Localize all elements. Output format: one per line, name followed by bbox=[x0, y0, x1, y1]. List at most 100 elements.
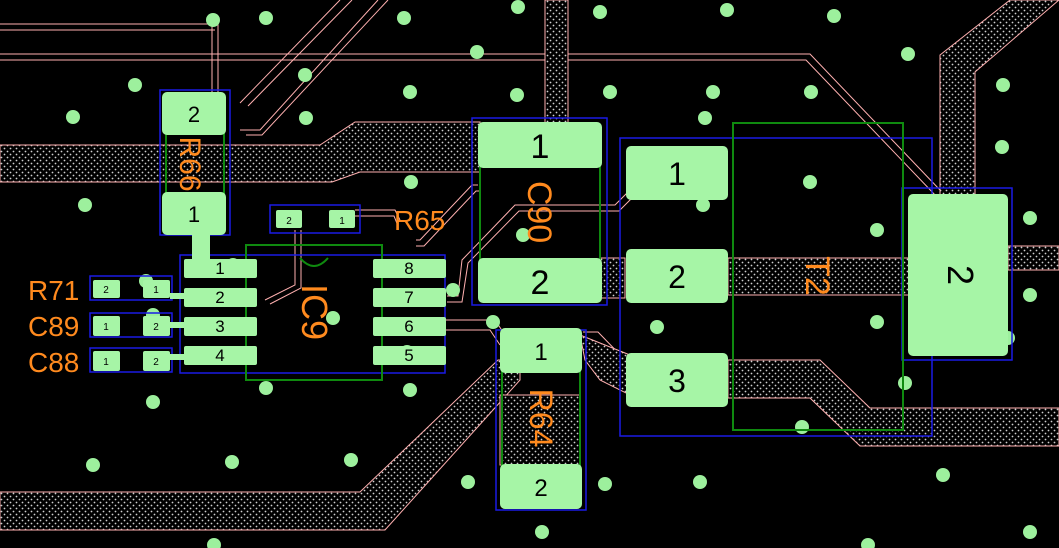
ic9-pin-label: 6 bbox=[404, 317, 413, 336]
c90-pad-1[interactable] bbox=[478, 122, 602, 168]
ic9-pin-4[interactable]: 4 bbox=[184, 346, 257, 365]
r71-pad-1[interactable] bbox=[143, 280, 170, 298]
r65-refdes: R65 bbox=[394, 205, 445, 236]
r64-footprint[interactable]: 1 2 R64 bbox=[500, 328, 582, 509]
r66-pad-2-label: 2 bbox=[188, 102, 200, 127]
ic9-refdes: IC9 bbox=[294, 284, 335, 340]
t2-pad-1[interactable] bbox=[626, 146, 728, 200]
ic9-pin-label: 8 bbox=[404, 259, 413, 278]
ic9-pin-label: 1 bbox=[215, 259, 224, 278]
via bbox=[901, 47, 915, 61]
ic9-pin-3[interactable]: 3 bbox=[184, 317, 257, 336]
ic9-pin-label: 2 bbox=[215, 288, 224, 307]
ic9-pin-1[interactable]: 1 bbox=[184, 259, 257, 278]
r66-footprint[interactable]: 2 1 R66 bbox=[162, 92, 226, 259]
ic9-pin-pad[interactable] bbox=[184, 317, 257, 336]
via bbox=[259, 11, 273, 25]
r64-pad-1-label: 1 bbox=[534, 339, 547, 366]
ic9-pin-pad[interactable] bbox=[184, 346, 257, 365]
via bbox=[146, 395, 160, 409]
via bbox=[446, 283, 460, 297]
c88-refdes: C88 bbox=[28, 347, 79, 378]
via bbox=[593, 5, 607, 19]
r66-pad-1[interactable] bbox=[162, 192, 226, 235]
r64-pad-2[interactable] bbox=[500, 464, 582, 509]
via bbox=[706, 85, 720, 99]
via bbox=[870, 315, 884, 329]
via bbox=[795, 420, 809, 434]
c88-pad-1[interactable] bbox=[93, 351, 120, 371]
ic9-footprint[interactable]: 1 2 3 4 5 6 7 8 IC9 bbox=[184, 257, 446, 365]
r66-refdes: R66 bbox=[173, 136, 206, 191]
ic9-pin-2[interactable]: 2 bbox=[184, 288, 257, 307]
c90-footprint[interactable]: 1 2 C90 bbox=[478, 122, 602, 303]
ic9-left-pins: 1 2 3 4 bbox=[184, 259, 257, 365]
r65-pad-1[interactable] bbox=[329, 210, 355, 228]
via bbox=[298, 68, 312, 82]
via bbox=[344, 453, 358, 467]
r64-pad-2-label: 2 bbox=[534, 475, 547, 502]
thin-traces bbox=[0, 0, 941, 375]
r71-pad-2[interactable] bbox=[93, 280, 120, 298]
ic9-pin-8[interactable]: 8 bbox=[373, 259, 446, 278]
ic9-pin-pad[interactable] bbox=[184, 288, 257, 307]
via bbox=[861, 538, 875, 548]
r66-pad-2[interactable] bbox=[162, 92, 226, 135]
ic9-pin1-notch bbox=[299, 257, 329, 267]
via bbox=[259, 381, 273, 395]
t2-refdes: T2 bbox=[798, 256, 836, 296]
via bbox=[299, 111, 313, 125]
c88-footprint[interactable]: 1 2 C88 bbox=[28, 347, 170, 378]
ic9-pin-pad[interactable] bbox=[373, 259, 446, 278]
c89-pad-1[interactable] bbox=[93, 316, 120, 336]
ic9-pin-6[interactable]: 6 bbox=[373, 317, 446, 336]
via bbox=[486, 315, 500, 329]
t2-tab-pad[interactable] bbox=[908, 194, 1008, 356]
c88-pad-2[interactable] bbox=[143, 351, 170, 371]
r71-footprint[interactable]: 2 1 R71 bbox=[28, 275, 170, 306]
c90-pad-2[interactable] bbox=[478, 258, 602, 303]
via bbox=[603, 85, 617, 99]
ic9-pin-5[interactable]: 5 bbox=[373, 346, 446, 365]
via bbox=[1023, 211, 1037, 225]
via bbox=[698, 111, 712, 125]
c88-pad-1-label: 1 bbox=[103, 357, 109, 368]
via bbox=[827, 9, 841, 23]
via bbox=[510, 88, 524, 102]
ic9-pin-7[interactable]: 7 bbox=[373, 288, 446, 307]
ic9-pin-pad[interactable] bbox=[373, 346, 446, 365]
ic9-pin-label: 4 bbox=[215, 346, 224, 365]
r66-pad-via bbox=[192, 235, 210, 259]
ic9-pin-pad[interactable] bbox=[373, 288, 446, 307]
c89-refdes: C89 bbox=[28, 311, 79, 342]
via bbox=[1023, 525, 1037, 539]
r71-pad-1-label: 1 bbox=[153, 285, 159, 296]
via bbox=[461, 475, 475, 489]
r65-footprint[interactable]: 2 1 R65 bbox=[276, 205, 445, 236]
ic9-leads bbox=[170, 293, 184, 360]
c89-pad-2[interactable] bbox=[143, 316, 170, 336]
c89-pad-1-label: 1 bbox=[103, 322, 109, 333]
via bbox=[225, 455, 239, 469]
via bbox=[803, 175, 817, 189]
via bbox=[207, 538, 221, 548]
t2-pad-3[interactable] bbox=[626, 353, 728, 407]
t2-pad-2[interactable] bbox=[626, 249, 728, 303]
via bbox=[128, 78, 142, 92]
c90-pad-1-label: 1 bbox=[531, 128, 550, 166]
r65-pad-2[interactable] bbox=[276, 210, 302, 228]
r65-pad-1-label: 1 bbox=[339, 216, 345, 227]
ic9-pin-pad[interactable] bbox=[373, 317, 446, 336]
r64-pad-1[interactable] bbox=[500, 328, 582, 373]
c89-footprint[interactable]: 1 2 C89 bbox=[28, 311, 170, 342]
via bbox=[995, 140, 1009, 154]
via bbox=[996, 78, 1010, 92]
ic9-pin-label: 7 bbox=[404, 288, 413, 307]
via bbox=[804, 85, 818, 99]
ic9-pin-pad[interactable] bbox=[184, 259, 257, 278]
ic9-pin-label: 3 bbox=[215, 317, 224, 336]
t2-footprint[interactable]: 1 2 3 2 T2 bbox=[626, 146, 1008, 407]
via bbox=[516, 228, 530, 242]
via bbox=[898, 376, 912, 390]
